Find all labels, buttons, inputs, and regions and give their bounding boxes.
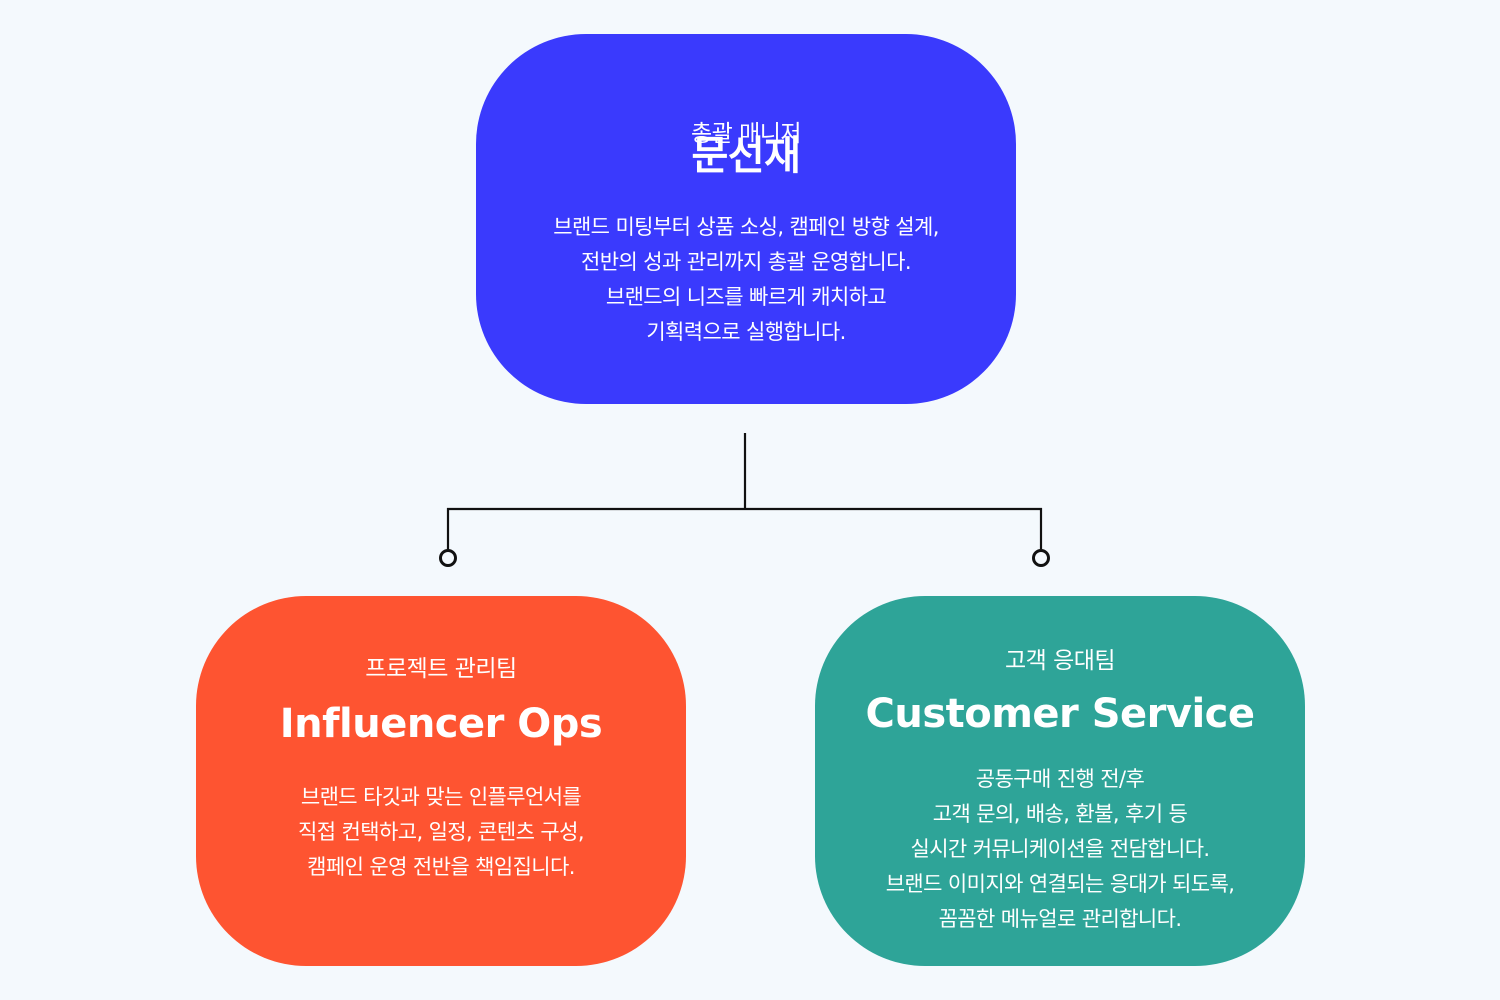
node-name: Customer Service	[865, 691, 1256, 737]
description-line: 브랜드의 니즈를 빠르게 캐치하고	[605, 285, 887, 309]
description-line: 공동구매 진행 전/후	[975, 767, 1145, 791]
node-role: 프로젝트 관리팀	[365, 656, 517, 682]
description-line: 직접 컨택하고, 일정, 콘텐츠 구성,	[298, 820, 584, 844]
node-description: 브랜드 타깃과 맞는 인플루언서를 직접 컨택하고, 일정, 콘텐츠 구성, 캠…	[196, 780, 686, 885]
node-role: 총괄 매니저	[690, 121, 802, 147]
description-line: 캠페인 운영 전반을 책임집니다.	[307, 855, 575, 879]
connector-end-right-icon	[1032, 549, 1050, 567]
description-line: 전반의 성과 관리까지 총괄 운영합니다.	[581, 250, 912, 274]
node-name: 문선재	[691, 133, 801, 179]
node-role: 고객 응대팀	[1004, 648, 1116, 674]
node-name: Influencer Ops	[279, 701, 603, 747]
connector-end-left-icon	[439, 549, 457, 567]
node-description: 공동구매 진행 전/후 고객 문의, 배송, 환불, 후기 등 실시간 커뮤니케…	[815, 762, 1305, 937]
description-line: 고객 문의, 배송, 환불, 후기 등	[932, 802, 1188, 826]
node-description: 브랜드 미팅부터 상품 소싱, 캠페인 방향 설계, 전반의 성과 관리까지 총…	[476, 210, 1016, 350]
node-customer-service: 고객 응대팀 Customer Service 공동구매 진행 전/후 고객 문…	[815, 596, 1305, 966]
description-line: 브랜드 타깃과 맞는 인플루언서를	[300, 785, 582, 809]
node-general-manager: 총괄 매니저 문선재 브랜드 미팅부터 상품 소싱, 캠페인 방향 설계, 전반…	[476, 34, 1016, 404]
node-influencer-ops: 프로젝트 관리팀 Influencer Ops 브랜드 타깃과 맞는 인플루언서…	[196, 596, 686, 966]
description-line: 실시간 커뮤니케이션을 전담합니다.	[910, 837, 1210, 861]
description-line: 기획력으로 실행합니다.	[646, 320, 846, 344]
description-line: 브랜드 이미지와 연결되는 응대가 되도록,	[885, 872, 1235, 896]
description-line: 꼼꼼한 메뉴얼로 관리합니다.	[938, 907, 1182, 931]
description-line: 브랜드 미팅부터 상품 소싱, 캠페인 방향 설계,	[553, 215, 939, 239]
